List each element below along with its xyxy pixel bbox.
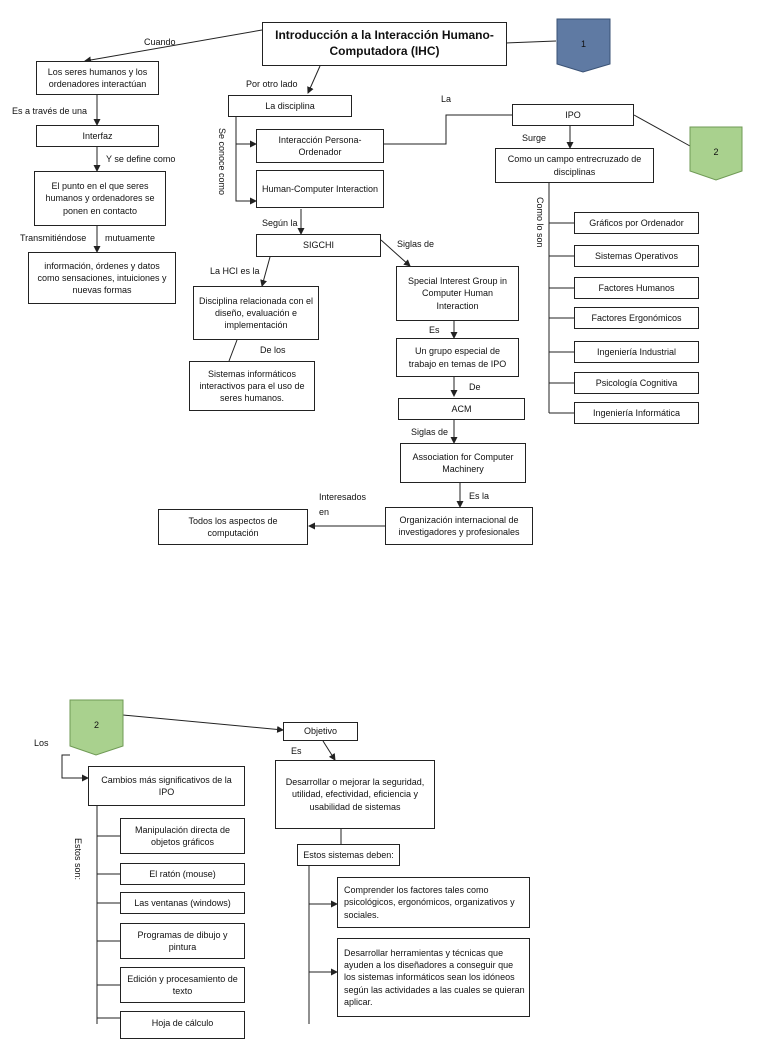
disciplina-item: Sistemas Operativos [574, 245, 699, 267]
informacion-box: información, órdenes y datos como sensac… [28, 252, 176, 304]
badge-2b: 2 [70, 700, 123, 750]
disciplina-item: Ingeniería Informática [574, 402, 699, 424]
cambio-item: Edición y procesamiento de texto [120, 967, 245, 1003]
cambio-item: Las ventanas (windows) [120, 892, 245, 914]
label-surge: Surge [522, 133, 547, 143]
disciplina-item: Factores Ergonómicos [574, 307, 699, 329]
association-box: Association for Computer Machinery [400, 443, 526, 483]
badge-1: 1 [557, 19, 610, 69]
title-text: Introducción a la Interacción Humano-Com… [275, 28, 494, 58]
label-es-la: Es la [469, 491, 490, 501]
hci-full-box: Human-Computer Interaction [256, 170, 384, 208]
badge-2b-shape [69, 699, 124, 756]
label-define: Y se define como [106, 154, 176, 164]
desarrollar-box: Desarrollar o mejorar la seguridad, util… [275, 760, 435, 829]
label-transmit: Transmitiéndose [20, 233, 87, 243]
sigchi-box: SIGCHI [256, 234, 381, 257]
label-conoce: Se conoce como [217, 128, 227, 196]
label-segun: Según la [262, 218, 298, 228]
label-es: Es [291, 746, 302, 756]
herramientas-box: Desarrollar herramientas y técnicas que … [337, 938, 530, 1017]
cambio-item: Manipulación directa de objetos gráficos [120, 818, 245, 854]
badge-1-label: 1 [580, 39, 586, 49]
disciplina-box: La disciplina [228, 95, 352, 117]
badge-2: 2 [690, 127, 742, 177]
disciplina-item: Ingeniería Industrial [574, 341, 699, 363]
badge-1-shape [556, 18, 611, 73]
label-cuando: Cuando [144, 37, 176, 47]
comprender-box: Comprender los factores tales como psico… [337, 877, 530, 928]
disciplina-item: Psicología Cognitiva [574, 372, 699, 394]
label-interesados: Interesados [319, 492, 367, 502]
ipo-box: IPO [512, 104, 634, 126]
label-otro-lado: Por otro lado [246, 79, 298, 89]
label-de-los: De los [260, 345, 286, 355]
objetivo-box: Objetivo [283, 722, 358, 741]
label-siglas1: Siglas de [397, 239, 435, 249]
special-box: Special Interest Group in Computer Human… [396, 266, 519, 321]
deben-box: Estos sistemas deben: [297, 844, 400, 866]
cambios-box: Cambios más significativos de la IPO [88, 766, 245, 806]
cambio-item: Programas de dibujo y pintura [120, 923, 245, 959]
label-mutuamente: mutuamente [105, 233, 156, 243]
campo-box: Como un campo entrecruzado de disciplina… [495, 148, 654, 183]
badge-2-label: 2 [713, 147, 719, 157]
disciplina-item: Gráficos por Ordenador [574, 212, 699, 234]
interfaz-box: Interfaz [36, 125, 159, 147]
badge-2b-label: 2 [93, 720, 99, 730]
label-siglas2: Siglas de [411, 427, 449, 437]
sistemas-box: Sistemas informáticos interactivos para … [189, 361, 315, 411]
cambio-item: Hoja de cálculo [120, 1011, 245, 1039]
organizacion-box: Organización internacional de investigad… [385, 507, 533, 545]
title-box: Introducción a la Interacción Humano-Com… [262, 22, 507, 66]
label-en: en [319, 507, 330, 517]
label-como-son: Como lo son [535, 197, 545, 248]
label-estos-son: Estos son: [73, 838, 83, 881]
punto-box: El punto en el que seres humanos y orden… [34, 171, 166, 226]
label-hci-es: La HCI es la [210, 266, 260, 276]
cambio-item: El ratón (mouse) [120, 863, 245, 885]
label-de: De [469, 382, 481, 392]
seres-box: Los seres humanos y los ordenadores inte… [36, 61, 159, 95]
label-la: La [441, 94, 452, 104]
acm-box: ACM [398, 398, 525, 420]
todos-box: Todos los aspectos de computación [158, 509, 308, 545]
ipo-full-box: Interacción Persona-Ordenador [256, 129, 384, 163]
disciplina-item: Factores Humanos [574, 277, 699, 299]
label-traves: Es a través de una [12, 106, 88, 116]
label-es1: Es [429, 325, 440, 335]
label-los: Los [34, 738, 49, 748]
badge-2-shape [689, 126, 743, 181]
grupo-box: Un grupo especial de trabajo en temas de… [396, 338, 519, 377]
disciplina-relacionada-box: Disciplina relacionada con el diseño, ev… [193, 286, 319, 340]
